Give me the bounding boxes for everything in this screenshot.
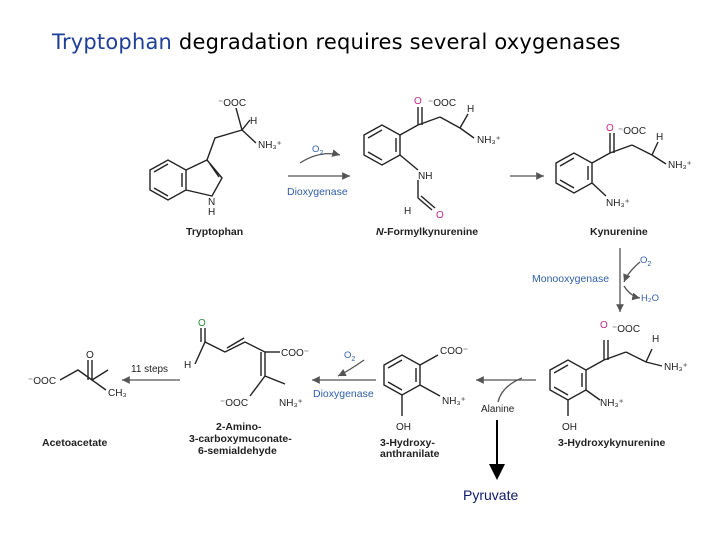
label-kynurenine: Kynurenine [590, 226, 648, 238]
kyn-nh3-2: NH₃⁺ [606, 198, 630, 209]
fk-h: H [467, 104, 474, 115]
hydroxykynurenine-structure: O ⁻OOC H NH₃⁺ NH₃⁺ OH 3-Hydroxykynurenin… [549, 320, 688, 449]
aa-o: O [86, 350, 94, 361]
label-tryptophan: Tryptophan [186, 226, 243, 238]
ha-coo: COO⁻ [440, 346, 468, 357]
kyn-coo: ⁻OOC [618, 126, 646, 137]
kyn-nh3: NH₃⁺ [668, 160, 692, 171]
eleven-steps-label: 11 steps [131, 364, 168, 375]
label-acetoacetate: Acetoacetate [42, 437, 108, 449]
acetoacetate-structure: ⁻OOC O CH₃ Acetoacetate [28, 350, 127, 449]
trp-n: N [208, 197, 215, 208]
label-hydroxykynurenine: 3-Hydroxykynurenine [558, 437, 666, 449]
acms-coo: COO⁻ [281, 348, 309, 359]
monooxygenase-step: O2 H₂O Monooxygenase [532, 248, 659, 312]
trp-h2: H [208, 207, 215, 218]
hk-o: O [600, 320, 608, 331]
label-amino-2: 3-carboxymuconate- [189, 433, 292, 445]
alanine-step: Alanine [476, 376, 536, 480]
o2-label-2: O2 [640, 255, 651, 268]
title-highlight: Tryptophan [52, 30, 173, 54]
acms-o: O [198, 318, 206, 329]
hk-h: H [652, 334, 659, 345]
dioxygenase-2-step: O2 Dioxygenase [312, 350, 376, 400]
hk-nh3-2: NH₃⁺ [600, 398, 624, 409]
fk-o2: O [436, 210, 444, 221]
eleven-steps-step: 11 steps [122, 364, 180, 384]
hk-oh: OH [562, 422, 577, 433]
hk-nh3: NH₃⁺ [664, 362, 688, 373]
aa-ch3: CH₃ [108, 388, 127, 399]
hydroxyanthranilate-structure: COO⁻ NH₃⁺ OH 3-Hydroxy- anthranilate [380, 346, 468, 460]
o2-label-1: O2 [312, 144, 323, 157]
tryptophan-structure: ⁻OOC H NH₃⁺ N H Tryptophan [149, 98, 282, 238]
trp-h: H [250, 116, 257, 127]
dioxygenase-1-step: O2 Dioxygenase [287, 144, 350, 198]
o2-label-3: O2 [344, 350, 355, 363]
formylkynurenine-structure: O ⁻OOC H NH₃⁺ NH H O N-Formylkynurenine [363, 96, 501, 238]
fk-h2: H [404, 206, 411, 217]
fk-nh: NH [418, 171, 432, 182]
enzyme-dioxygenase-2: Dioxygenase [313, 388, 374, 400]
kynurenine-structure: O ⁻OOC H NH₃⁺ NH₃⁺ Kynurenine [555, 123, 692, 238]
hk-coo: ⁻OOC [612, 324, 640, 335]
acms-nh3: NH₃⁺ [279, 398, 303, 409]
label-amino-3: 6-semialdehyde [198, 445, 277, 457]
ha-oh: OH [396, 422, 411, 433]
alanine-label: Alanine [481, 404, 515, 415]
h2o-label: H₂O [641, 293, 659, 304]
label-hydroxyanthranilate-2: anthranilate [380, 448, 440, 460]
ha-nh3: NH₃⁺ [442, 396, 466, 407]
label-hydroxyanthranilate-1: 3-Hydroxy- [380, 437, 435, 449]
enzyme-monooxygenase: Monooxygenase [532, 273, 609, 285]
product-pyruvate: Pyruvate [463, 487, 519, 503]
title-rest: degradation requires several oxygenases [172, 30, 621, 54]
label-fk-rest: -Formylkynurenine [384, 226, 479, 238]
trp-coo: ⁻OOC [218, 98, 246, 109]
acms-structure: O H COO⁻ ⁻OOC NH₃⁺ 2-Amino- 3-carboxymuc… [184, 318, 309, 457]
slide-title: Tryptophan degradation requires several … [52, 30, 621, 54]
trp-nh3: NH₃⁺ [258, 140, 282, 151]
label-amino-1: 2-Amino- [216, 421, 262, 433]
kyn-o: O [606, 123, 614, 134]
label-fk-prefix: N [376, 226, 384, 238]
aa-coo: ⁻OOC [28, 376, 56, 387]
acms-coo2: ⁻OOC [220, 398, 248, 409]
fk-o: O [414, 96, 422, 107]
fk-coo: ⁻OOC [428, 98, 456, 109]
kyn-h: H [656, 132, 663, 143]
label-formylkynurenine: N-Formylkynurenine [376, 226, 478, 238]
acms-h: H [184, 360, 191, 371]
enzyme-dioxygenase-1: Dioxygenase [287, 186, 348, 198]
fk-nh3: NH₃⁺ [477, 135, 501, 146]
